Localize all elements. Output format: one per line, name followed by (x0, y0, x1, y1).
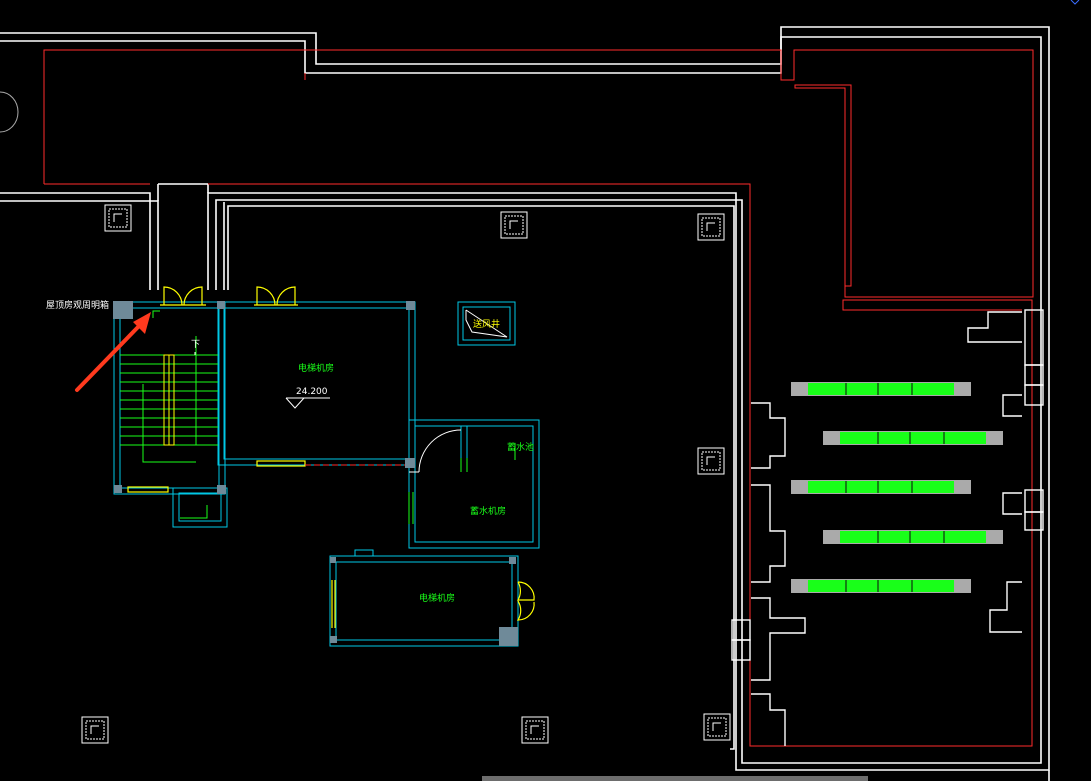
equipment-bar-4 (823, 530, 1003, 544)
door-stair-top (160, 286, 206, 306)
column-marker (81, 716, 109, 744)
equipment-bar-3 (791, 480, 971, 494)
water-room-door (409, 429, 462, 473)
cyan-room-walls (113, 301, 540, 647)
air-shaft-label: 送风井 (473, 320, 501, 330)
elevation-marker (285, 397, 330, 409)
doors (127, 286, 535, 628)
column-markers (81, 204, 731, 744)
column-marker (703, 713, 731, 741)
rooftop-lighting-label: 屋顶房观周明箱 (46, 301, 110, 311)
horizontal-scrollbar[interactable] (482, 776, 868, 781)
column-marker (697, 213, 725, 241)
annotation-arrow (75, 312, 151, 392)
red-boundary (43, 49, 1034, 747)
lower-elevator-room-label: 电梯机房 (419, 594, 456, 604)
rooftop-equipment-bars (791, 382, 1003, 593)
air-shaft-cross (465, 309, 508, 338)
equipment-bar-2 (823, 431, 1003, 445)
door-elevator-top (254, 286, 298, 306)
equipment-bar-1 (791, 382, 971, 396)
equipment-bar-5 (791, 579, 971, 593)
water-room-label: 蓄水机房 (470, 507, 507, 517)
door-lower-right (516, 581, 535, 621)
corner-mark (1070, 0, 1080, 5)
staircase (120, 310, 218, 463)
edge-arc (0, 91, 19, 133)
elevation-label: 24.200 (296, 387, 328, 397)
elevator-room-label: 电梯机房 (298, 364, 335, 374)
cyan-corner-columns (113, 301, 518, 646)
column-marker (104, 204, 132, 232)
green-door-marks (180, 443, 516, 524)
stair-down-label: 下 (191, 340, 201, 350)
water-tank-label: 蓄水池 (507, 443, 535, 453)
column-marker (521, 716, 549, 744)
right-zone-walls (731, 309, 1044, 746)
column-marker (697, 447, 725, 475)
column-marker (500, 211, 528, 239)
outer-wall-lines (0, 26, 1050, 781)
